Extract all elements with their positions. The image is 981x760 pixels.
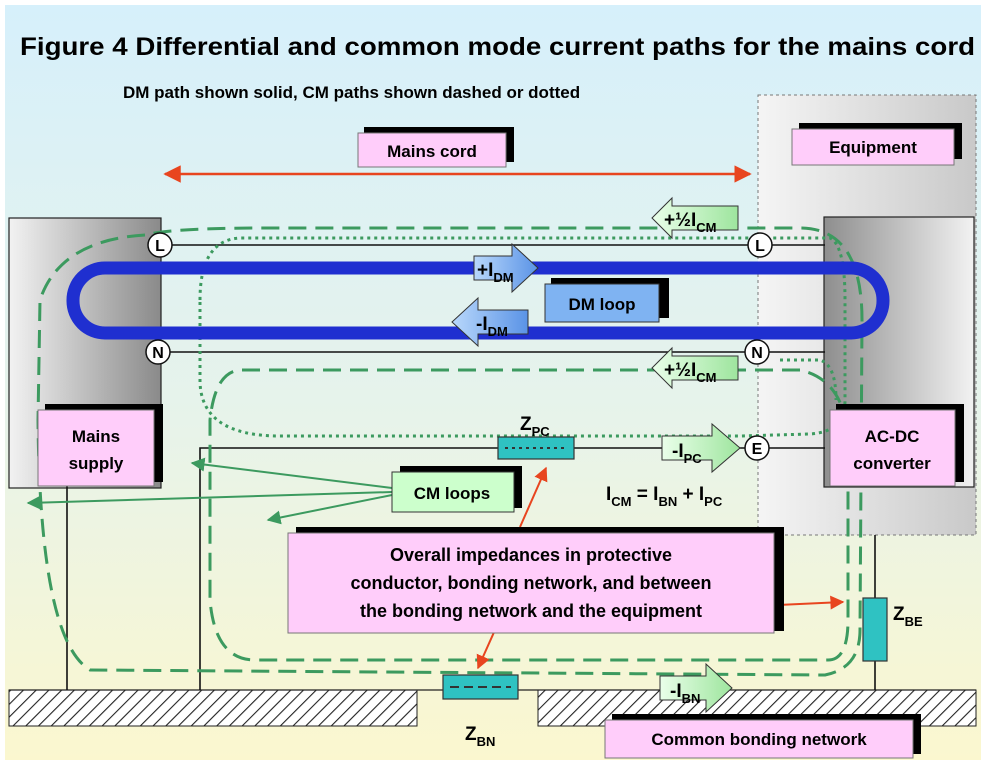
terminal-l-left: L [147, 232, 173, 258]
zbe-label: ZBE [893, 604, 923, 629]
impedance-zpc [497, 436, 575, 460]
impedance-zbn [442, 674, 519, 700]
cm-loops-text: CM loops [414, 484, 491, 503]
figure-title: Figure 4 Differential and common mode cu… [20, 33, 975, 61]
label-equipment: Equipment [791, 123, 962, 166]
dm-loop-text: DM loop [568, 295, 635, 314]
arrow-plus-idm: +IDM [473, 242, 539, 294]
plus-idm-label: +IDM [477, 260, 514, 285]
equipment-text: Equipment [829, 138, 917, 157]
acdc-text-1: AC-DC [865, 427, 920, 446]
minus-idm-label: -IDM [476, 314, 508, 339]
pointer-cm-left [26, 491, 393, 510]
pointer-cm-right [266, 494, 393, 525]
terminal-n-left-label: N [152, 345, 164, 362]
pointer-zpc [519, 466, 548, 528]
label-mains-cord: Mains cord [357, 127, 514, 168]
label-acdc-converter: AC-DC converter [829, 404, 964, 487]
terminal-n-right-label: N [751, 345, 763, 362]
cm-dotted-return [780, 358, 838, 401]
arrow-minus-idm: -IDM [451, 296, 529, 348]
label-overall-impedances: Overall impedances in protective conduct… [287, 527, 784, 634]
cm-dotted-loop [198, 236, 847, 438]
impedance-zbe [862, 597, 888, 662]
terminal-e-right-label: E [752, 441, 763, 458]
arrow-minus-ibn: -IBN [659, 662, 733, 714]
zbn-label: ZBN [465, 724, 495, 749]
note-line-3: the bonding network and the equipment [360, 601, 702, 621]
minus-ibn-label: -IBN [670, 681, 700, 706]
acdc-text-2: converter [853, 454, 931, 473]
mains-cord-text: Mains cord [387, 142, 477, 161]
terminal-n-right: N [744, 339, 770, 365]
common-bonding-text: Common bonding network [651, 730, 867, 749]
label-mains-supply: Mains supply [37, 404, 163, 487]
ground-hatch-left [8, 689, 418, 727]
figure-subtitle: DM path shown solid, CM paths shown dash… [123, 83, 580, 102]
pointer-cm-mid [190, 457, 393, 489]
arrow-half-icm-top: +½ICM [651, 196, 739, 240]
arrow-minus-ipc: -IPC [661, 422, 741, 474]
mains-supply-text-2: supply [69, 454, 124, 473]
mains-supply-text-1: Mains [72, 427, 120, 446]
pointer-zbn [476, 629, 496, 670]
label-cm-loops: CM loops [391, 466, 522, 513]
pointer-zbe [777, 595, 845, 610]
wire-protective-left [199, 447, 498, 690]
half-icm-bottom-label: +½ICM [664, 360, 716, 385]
cm-dashed-inner-loop [208, 368, 850, 662]
terminal-l-right: L [747, 232, 773, 258]
zpc-label: ZPC [520, 414, 550, 439]
minus-ipc-label: -IPC [672, 441, 702, 466]
label-dm-loop: DM loop [544, 278, 669, 323]
half-icm-top-label: +½ICM [664, 210, 716, 235]
label-common-bonding: Common bonding network [604, 714, 921, 759]
terminal-l-right-label: L [755, 238, 765, 255]
terminal-n-left: N [145, 339, 171, 365]
terminal-l-left-label: L [155, 238, 165, 255]
terminal-e-right: E [744, 435, 770, 461]
note-line-2: conductor, bonding network, and between [350, 573, 711, 593]
arrow-half-icm-bottom: +½ICM [651, 346, 739, 390]
current-equation: ICM = IBN + IPC [606, 484, 723, 509]
cm-dashed-outer-loop [36, 226, 864, 677]
note-line-1: Overall impedances in protective [390, 545, 672, 565]
